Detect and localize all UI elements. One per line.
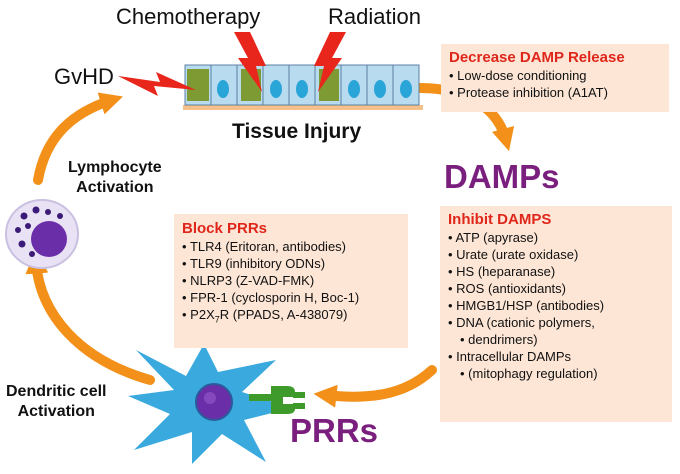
block-item: TLR9 (inhibitory ODNs) [182,255,400,272]
radiation-label: Radiation [328,4,421,29]
inhibit-item: ROS (antioxidants) [448,280,664,297]
chemotherapy-label: Chemotherapy [116,4,261,29]
dendritic-label-line-1: Dendritic cell [6,383,107,400]
block-item: TLR4 (Eritoran, antibodies) [182,238,400,255]
block-box-title: Block PRRs [182,220,268,237]
decrease-item: Protease inhibition (A1AT) [449,84,661,101]
lymphocyte-cell [5,199,79,269]
block-item: FPR-1 (cyclosporin H, Boc-1) [182,289,400,306]
decrease-box-title: Decrease DAMP Release [449,49,625,66]
dendritic-activation-label: Dendritic cell Activation [6,382,106,422]
lightning-bolt-icon [234,32,266,92]
arrow-dendritic-to-lymphocyte [25,250,155,385]
receptor-icon [249,386,305,414]
p2x7-r: R [219,307,230,322]
decrease-item: Low-dose conditioning [449,67,661,84]
p2x7-subscript: 7 [214,314,220,325]
tissue-epithelium [183,64,423,110]
arrow-lymphocyte-to-gvhd [33,92,123,185]
gvhd-label: GvHD [54,64,114,89]
damps-label: DAMPs [444,158,560,195]
lightning-bolt-icon [118,72,196,96]
decrease-damp-release-box: Decrease DAMP Release Low-dose condition… [441,44,669,112]
inhibit-item: Intracellular DAMPs [448,348,664,365]
inhibit-item: Urate (urate oxidase) [448,246,664,263]
inhibit-item: HS (heparanase) [448,263,664,280]
inhibit-item: ATP (apyrase) [448,229,664,246]
p2x7-rest: (PPADS, A-438079) [229,307,348,322]
prrs-label: PRRs [290,412,379,449]
arrow-damps-to-prrs [313,365,437,408]
inhibit-item: HMGB1/HSP (antibodies) [448,297,664,314]
tissue-injury-label: Tissue Injury [232,120,362,143]
block-item-p2x7r: P2X7R (PPADS, A-438079) [182,306,400,329]
lymphocyte-label-line-2: Activation [76,179,154,196]
block-item: NLRP3 (Z-VAD-FMK) [182,272,400,289]
inhibit-damps-box: Inhibit DAMPS ATP (apyrase) Urate (urate… [440,206,672,422]
inhibit-item-continued: dendrimers) [448,331,664,348]
dendritic-label-line-2: Activation [17,403,95,420]
block-prrs-box: Block PRRs TLR4 (Eritoran, antibodies) T… [174,214,408,348]
lightning-bolt-icon [314,32,346,92]
inhibit-item-continued: (mitophagy regulation) [448,365,664,382]
lymphocyte-label-line-1: Lymphocyte [68,159,162,176]
inhibit-item: DNA (cationic polymers, [448,314,664,331]
p2x7-main: P2X [190,307,215,322]
inhibit-box-title: Inhibit DAMPS [448,211,552,228]
lymphocyte-activation-label: Lymphocyte Activation [68,158,162,198]
dendritic-cell [128,344,292,464]
